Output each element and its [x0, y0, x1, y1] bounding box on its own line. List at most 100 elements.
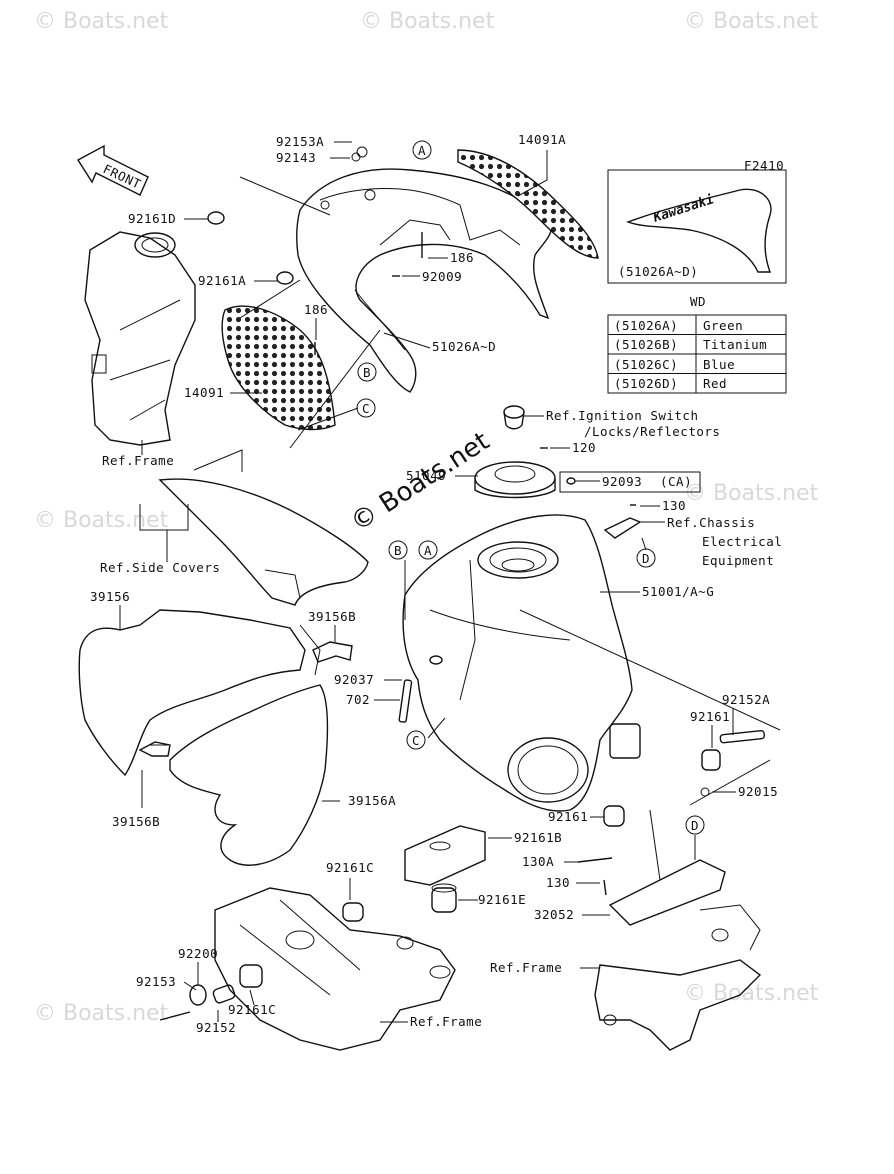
part-label: 39156B [112, 814, 160, 829]
inset-decal-box: Kawasaki (51026A~D) [607, 169, 787, 284]
part-label: 39156 [90, 589, 130, 604]
part-label: Ref.Ignition Switch [546, 408, 699, 423]
part-label: 92161D [128, 211, 176, 226]
part-label: Electrical [702, 534, 782, 549]
part-label: 92153A [276, 134, 324, 149]
leader-lines [119, 141, 781, 1023]
part-label: 186 [450, 250, 474, 265]
watermark-text: © Boats.net [34, 1001, 169, 1026]
part-label: Ref.Frame [410, 1014, 482, 1029]
watermark-text: © Boats.net [360, 9, 495, 34]
watermark-text: © Boats.net [684, 9, 819, 34]
frame-lower-left [214, 887, 456, 1051]
rubber-block-92161E [431, 883, 457, 913]
watermark-text: © Boats.net [684, 981, 819, 1006]
front-arrow-label: FRONT [101, 161, 144, 192]
part-label: 130 [662, 498, 686, 513]
part-label: 92161 [548, 809, 588, 824]
part-label: /Locks/Reflectors [584, 424, 720, 439]
wd-row-color: Green [703, 318, 743, 333]
pin-702 [398, 679, 413, 723]
part-label: 92152A [722, 692, 770, 707]
part-label: 51049 [406, 468, 446, 483]
part-labels: 92153A 92143 14091A 92161D 186 92009 921… [90, 132, 782, 1035]
small-hardware-92200 [189, 964, 263, 1006]
part-label: 32052 [534, 907, 574, 922]
ca-part-number: 92093 [602, 474, 642, 489]
wd-color-table: WD (51026A) Green (51026B) Titanium (510… [607, 294, 787, 394]
wd-row-color: Titanium [703, 337, 767, 352]
marker-c: C [412, 733, 420, 748]
part-label: 92152 [196, 1020, 236, 1035]
marker-d: D [642, 551, 650, 566]
part-label: 92161C [326, 860, 374, 875]
wd-row-color: Blue [703, 357, 735, 372]
watermark-text: © Boats.net [34, 508, 169, 533]
marker-a: A [424, 543, 432, 558]
mesh-panel-14091 [221, 305, 336, 431]
part-label: 92037 [334, 672, 374, 687]
watermark-text: © Boats.net [34, 9, 169, 34]
part-label: Ref.Side Covers [100, 560, 220, 575]
part-label: 130 [546, 875, 570, 890]
heat-shield-39156A [150, 684, 329, 866]
bracket-39156B [138, 641, 353, 757]
side-cover-part [158, 478, 369, 606]
part-label: Ref.Frame [490, 960, 562, 975]
part-label: 120 [572, 440, 596, 455]
tank-cover-51026 [295, 168, 552, 393]
part-label: 92161E [478, 892, 526, 907]
ignition-knob [503, 405, 525, 430]
part-label: 186 [304, 302, 328, 317]
part-label: 92009 [422, 269, 462, 284]
fuel-cap-51049 [474, 461, 556, 499]
background-watermarks: © Boats.net © Boats.net © Boats.net © Bo… [34, 9, 819, 1026]
part-label: 51026A~D [432, 339, 496, 354]
figure-code: F2410 [744, 158, 784, 173]
part-label: 92143 [276, 150, 316, 165]
circle-markers: A B C B A D C D [356, 140, 705, 835]
wd-row-code: (51026A) [614, 318, 678, 333]
part-label: Ref.Frame [102, 453, 174, 468]
wd-table-title: WD [690, 294, 706, 309]
part-label: 92161B [514, 830, 562, 845]
marker-b: B [394, 543, 402, 558]
part-label: 92161 [690, 709, 730, 724]
part-label: 92153 [136, 974, 176, 989]
marker-b: B [363, 365, 371, 380]
kawasaki-logo: Kawasaki [651, 192, 716, 226]
marker-c: C [362, 401, 370, 416]
front-arrow-icon: FRONT [77, 144, 149, 196]
part-label: 92015 [738, 784, 778, 799]
marker-d: D [691, 818, 699, 833]
frame-head-part [84, 231, 196, 446]
mesh-panel-14091A [457, 149, 599, 259]
part-label: 14091 [184, 385, 224, 400]
part-label: Equipment [702, 553, 774, 568]
inset-cover-shape [625, 188, 772, 273]
part-label: 92200 [178, 946, 218, 961]
wd-row-code: (51026C) [614, 357, 678, 372]
part-label: 14091A [518, 132, 566, 147]
inset-frame [607, 169, 787, 284]
ca-part-note: (CA) [660, 474, 692, 489]
part-label: 92161A [198, 273, 246, 288]
inset-label: (51026A~D) [618, 264, 698, 279]
marker-a: A [418, 143, 426, 158]
part-label: 51001/A~G [642, 584, 714, 599]
wd-row-code: (51026D) [614, 376, 678, 391]
watermark-text: © Boats.net [684, 481, 819, 506]
bolts [159, 232, 636, 1021]
strap-part [603, 517, 642, 539]
part-label: 39156B [308, 609, 356, 624]
rubber-block-92161B [404, 825, 486, 886]
part-label: 130A [522, 854, 554, 869]
wd-row-code: (51026B) [614, 337, 678, 352]
wd-row-color: Red [703, 376, 727, 391]
part-label: 702 [346, 692, 370, 707]
bushing-parts [207, 146, 765, 922]
frame-lower-right [594, 859, 762, 1051]
part-label: 92161C [228, 1002, 276, 1017]
